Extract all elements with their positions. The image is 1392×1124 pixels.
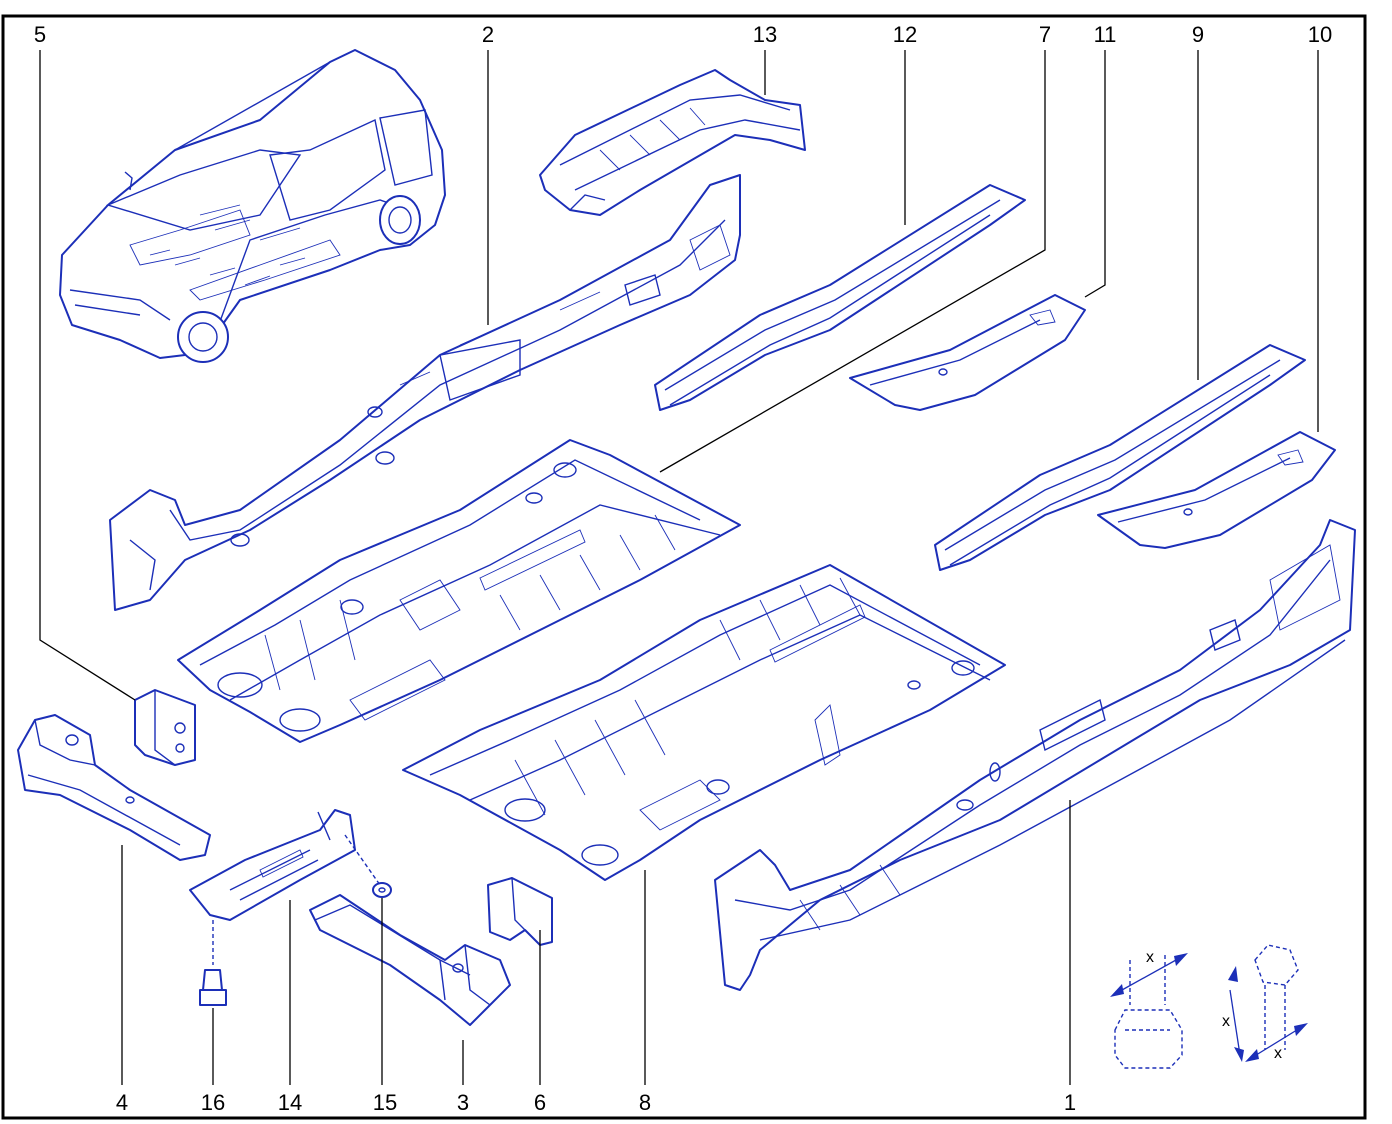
part-13 [539,69,806,216]
part-8 [402,564,1006,881]
part-10 [1097,431,1336,549]
part-7 [177,439,741,743]
callout-7: 7 [1039,22,1051,47]
part-1 [714,519,1356,991]
part-16 [199,920,227,1006]
leader-5 [39,50,136,701]
leader-11 [1084,50,1106,298]
detail-x-bolt-diameter: x [1274,1045,1282,1062]
callout-6: 6 [534,1090,546,1115]
callout-8: 8 [639,1090,651,1115]
callout-2: 2 [482,22,494,47]
callout-14: 14 [278,1090,302,1115]
callout-13: 13 [753,22,777,47]
callout-15: 15 [373,1090,397,1115]
detail-x-nut: x [1146,949,1154,966]
nut-torque-detail [1110,953,1188,1069]
part-11 [849,294,1086,411]
part-9 [934,344,1306,571]
callout-1: 1 [1064,1090,1076,1115]
part-3 [309,894,511,1026]
callout-5: 5 [34,22,46,47]
part-14 [189,809,356,921]
callouts-top: 5 2 13 12 7 11 9 10 [34,22,1332,47]
callouts-bottom: 4 16 14 15 3 6 8 1 [116,1090,1076,1115]
callout-3: 3 [457,1090,469,1115]
callout-16: 16 [201,1090,225,1115]
bolt-torque-detail [1228,944,1308,1062]
part-15 [344,834,392,898]
callout-9: 9 [1192,22,1204,47]
callout-12: 12 [893,22,917,47]
part-2 [109,174,741,611]
callout-10: 10 [1308,22,1332,47]
detail-x-bolt-length: x [1222,1013,1230,1030]
callout-11: 11 [1094,22,1117,47]
callout-4: 4 [116,1090,128,1115]
leader-lines [39,50,1319,1085]
part-4 [17,714,211,861]
part-12 [654,184,1026,411]
part-5 [134,689,196,766]
leader-7 [659,50,1046,473]
vehicle-overview [59,49,446,363]
detail-labels: x x x [1146,949,1282,1062]
